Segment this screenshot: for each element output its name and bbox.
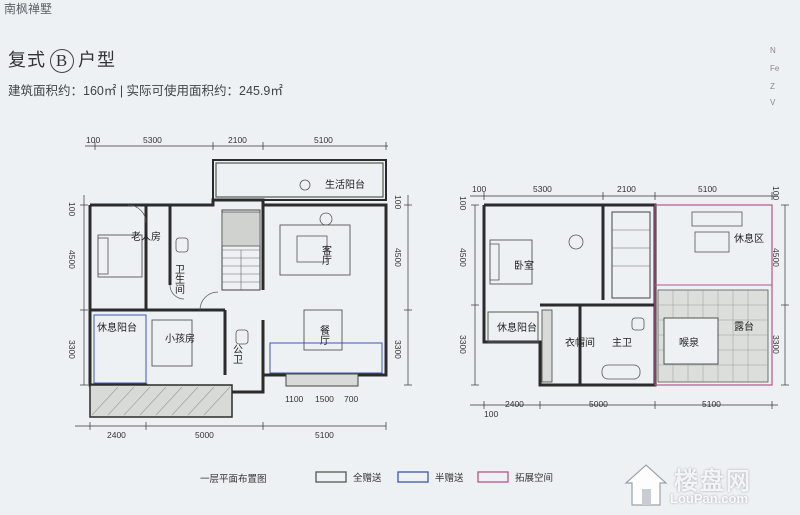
dim-text: 1500 bbox=[315, 394, 334, 404]
room-dining: 餐厅 bbox=[318, 324, 330, 345]
room-lounge: 休息区 bbox=[734, 232, 764, 245]
dim-text: 100 bbox=[393, 195, 403, 209]
dim-text: 5300 bbox=[143, 135, 162, 145]
dim-text: 4500 bbox=[67, 250, 77, 269]
dim-text: 3300 bbox=[393, 340, 403, 359]
side-letter: Fe bbox=[770, 64, 780, 73]
legend-caption: 一层平面布置图 bbox=[200, 473, 267, 485]
side-letter: N bbox=[770, 46, 776, 55]
dim-text: 100 bbox=[771, 186, 781, 200]
dim-text: 100 bbox=[86, 135, 100, 145]
room-spring: 喉泉 bbox=[679, 336, 699, 349]
legend-label-full: 全赠送 bbox=[353, 472, 382, 484]
dim-text: 2100 bbox=[228, 135, 247, 145]
dim-text: 4500 bbox=[771, 248, 781, 267]
dim-text: 2100 bbox=[617, 184, 636, 194]
brand-name: 南枫禅墅 bbox=[4, 2, 53, 16]
watermark: 楼盘网 LouPan.com bbox=[622, 455, 792, 515]
dim-text: 2400 bbox=[505, 399, 524, 409]
floor2-plan: 卧室 休息区 休息阳台 衣帽间 主卫 喉泉 露台 100 5300 2100 5… bbox=[458, 184, 789, 419]
room-rest-balcony-1: 休息阳台 bbox=[97, 321, 137, 334]
dim-text: 3300 bbox=[458, 335, 468, 354]
dim-text: 5000 bbox=[195, 430, 214, 440]
legend: 一层平面布置图 全赠送 半赠送 拓展空间 bbox=[200, 471, 553, 485]
room-living-balcony: 生活阳台 bbox=[325, 178, 365, 191]
room-terrace: 露台 bbox=[734, 320, 754, 333]
side-letter: Z bbox=[770, 82, 775, 91]
dim-text: 4500 bbox=[393, 248, 403, 267]
watermark-text: 楼盘网 bbox=[674, 468, 752, 495]
dim-text: 1100 bbox=[285, 394, 304, 404]
room-rest-balcony-2: 休息阳台 bbox=[497, 321, 537, 334]
dim-text: 5000 bbox=[589, 399, 608, 409]
dim-text: 5100 bbox=[314, 135, 333, 145]
room-bathroom-1: 卫生间 bbox=[173, 264, 185, 295]
house-logo-icon bbox=[624, 464, 668, 506]
room-bedroom: 卧室 bbox=[514, 259, 534, 272]
dim-text: 100 bbox=[484, 409, 498, 419]
dim-text: 5100 bbox=[698, 184, 717, 194]
dim-text: 100 bbox=[67, 202, 77, 216]
legend-swatch-half bbox=[397, 471, 429, 483]
dim-text: 5100 bbox=[315, 430, 334, 440]
dim-text: 5100 bbox=[702, 399, 721, 409]
room-master-bath: 主卫 bbox=[612, 337, 632, 349]
dim-text: 3300 bbox=[67, 340, 77, 359]
dim-text: 100 bbox=[458, 196, 468, 210]
dim-text: 700 bbox=[344, 394, 358, 404]
area-info: 建筑面积约：160㎡ | 实际可使用面积约：245.9㎡ bbox=[8, 84, 283, 98]
watermark-url: LouPan.com bbox=[670, 491, 749, 506]
room-closet: 衣帽间 bbox=[565, 336, 595, 349]
title-prefix: 复式 bbox=[8, 50, 46, 70]
dim-text: 4500 bbox=[458, 248, 468, 267]
room-kids: 小孩房 bbox=[165, 332, 195, 345]
legend-swatch-extension bbox=[477, 471, 509, 483]
dim-text: 2400 bbox=[107, 430, 126, 440]
legend-swatch-full bbox=[315, 471, 347, 483]
room-living: 客厅 bbox=[320, 244, 332, 265]
dim-text: 3300 bbox=[771, 335, 781, 354]
room-public-bath: 公卫 bbox=[231, 344, 243, 364]
dim-text: 5300 bbox=[533, 184, 552, 194]
title-suffix: 户型 bbox=[78, 50, 116, 70]
floor1-plan: 生活阳台 老人房 卫生间 客厅 休息阳台 小孩房 公卫 餐厅 100 5300 … bbox=[67, 135, 412, 440]
title-letter: B bbox=[50, 49, 74, 73]
room-elder: 老人房 bbox=[131, 230, 161, 243]
legend-label-half: 半赠送 bbox=[435, 472, 464, 484]
legend-label-extension: 拓展空间 bbox=[515, 472, 553, 484]
dim-text: 100 bbox=[472, 184, 486, 194]
side-letter: V bbox=[770, 98, 776, 107]
